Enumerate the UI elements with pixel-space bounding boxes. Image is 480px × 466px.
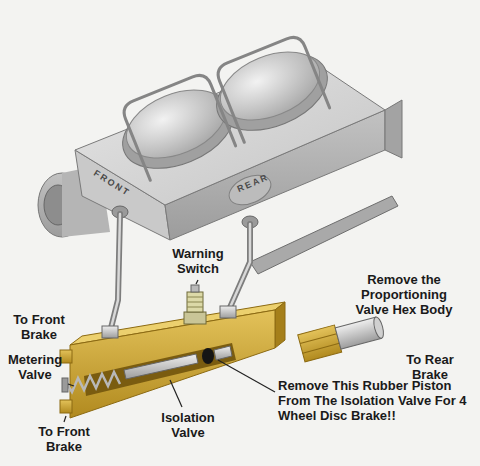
proportioning-hex-body [300,334,339,353]
tube-fitting [220,306,236,318]
isolation-valve [202,348,214,364]
proportioning-valve-block [60,400,72,413]
port-label: To Front Brake [8,312,70,342]
warning-switch [184,285,206,324]
bail-wire [214,34,329,143]
proportioning-hex-body [298,325,342,362]
bail-wire [120,72,235,181]
bail-wire [120,34,329,181]
warning-switch [191,285,199,292]
bracket-arm [250,196,398,274]
leader-line [64,280,275,422]
leader-line [64,416,66,422]
proportioning-hex-body [298,313,386,362]
warning-switch [187,292,203,312]
warning-switch [184,312,206,324]
bracket-arm [250,196,398,274]
brake-line [228,224,250,312]
warning-switch [187,297,203,307]
proportioning-valve-block [70,310,275,418]
leader-line [68,384,74,386]
brake-line [228,224,250,312]
part-label: Metering Valve [3,352,67,382]
reservoir-cap [117,77,236,172]
proportioning-valve-block [275,302,285,348]
brake-line [110,214,120,332]
part-label: Isolation Valve [146,410,230,440]
tube-fitting [102,306,236,338]
reservoir-cap [211,39,330,134]
port-label: To Front Brake [26,424,102,454]
reservoir-cap [111,39,338,184]
leader-line [170,380,182,407]
isolation-valve [124,346,232,379]
leader-line [218,360,275,392]
tube-fitting [102,326,118,338]
metering-spring [62,378,68,392]
embossed-text: REAR [228,169,278,198]
proportioning-valve-block [60,302,285,418]
brake-line [110,214,120,332]
proportioning-hex-body [372,316,385,339]
isolation-valve [124,354,198,379]
leader-line [196,280,198,284]
part-label: Warning Switch [160,246,236,276]
master-cylinder [385,100,402,158]
brake-line [110,214,250,332]
metering-spring [62,372,120,392]
instruction-note: Remove This Rubber Piston From The Isola… [278,378,474,423]
instruction-note: Remove the Proportioning Valve Hex Body [346,272,462,317]
port-label: To Rear Brake [394,352,466,382]
metering-spring [66,372,120,392]
proportioning-valve-block [84,343,236,396]
master-cylinder [38,60,402,240]
isolation-valve [214,346,232,360]
embossed-text: FRONT [84,163,140,203]
